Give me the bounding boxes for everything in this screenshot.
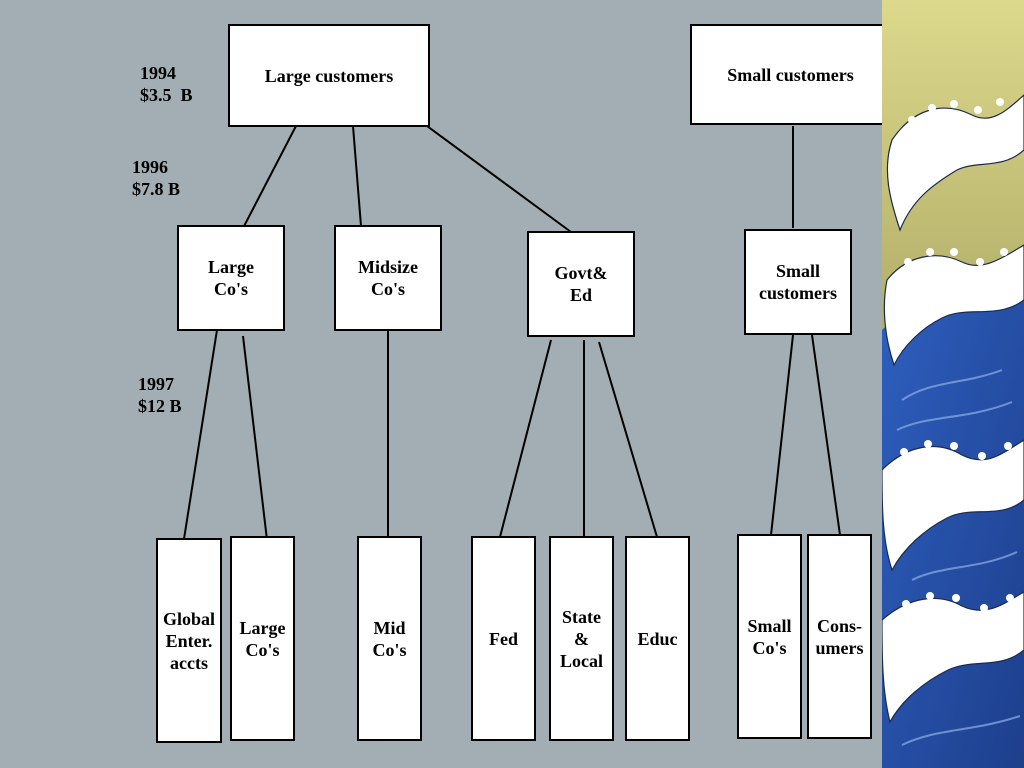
- node-state-local: State & Local: [549, 536, 614, 741]
- node-midsize-cos: Midsize Co's: [334, 225, 442, 331]
- node-small-customers: Small customers: [744, 229, 852, 335]
- connector-line: [352, 125, 362, 227]
- great-wave-image: [882, 0, 1024, 768]
- year-text: 1997: [138, 374, 174, 394]
- connector-line: [183, 329, 218, 540]
- year-label-1997: 1997$12 B: [138, 373, 182, 417]
- node-large-customers: Large customers: [228, 24, 430, 127]
- year-label-1994: 1994$3.5 B: [140, 62, 193, 106]
- node-consumers: Cons- umers: [807, 534, 872, 739]
- year-text: 1996: [132, 157, 168, 177]
- node-govt-ed: Govt& Ed: [527, 231, 635, 337]
- year-label-1996: 1996$7.8 B: [132, 156, 180, 200]
- node-global-enter-accts: Global Enter. accts: [156, 538, 222, 743]
- connector-line: [770, 334, 794, 536]
- node-educ: Educ: [625, 536, 690, 741]
- revenue-text: $7.8 B: [132, 179, 181, 199]
- revenue-text: $3.5 B: [140, 85, 193, 105]
- connector-line: [242, 335, 268, 541]
- year-text: 1994: [140, 63, 176, 83]
- connector-line: [499, 339, 552, 538]
- connector-line: [811, 334, 841, 536]
- connector-line: [598, 341, 658, 538]
- connector-line: [426, 125, 572, 233]
- node-fed: Fed: [471, 536, 536, 741]
- node-large-cos: Large Co's: [177, 225, 285, 331]
- revenue-text: $12 B: [138, 396, 182, 416]
- node-small-cos: Small Co's: [737, 534, 802, 739]
- node-mid-cos: Mid Co's: [357, 536, 422, 741]
- node-large-cos-leaf: Large Co's: [230, 536, 295, 741]
- connector-line: [240, 125, 297, 233]
- node-small-customers-top: Small customers: [690, 24, 891, 125]
